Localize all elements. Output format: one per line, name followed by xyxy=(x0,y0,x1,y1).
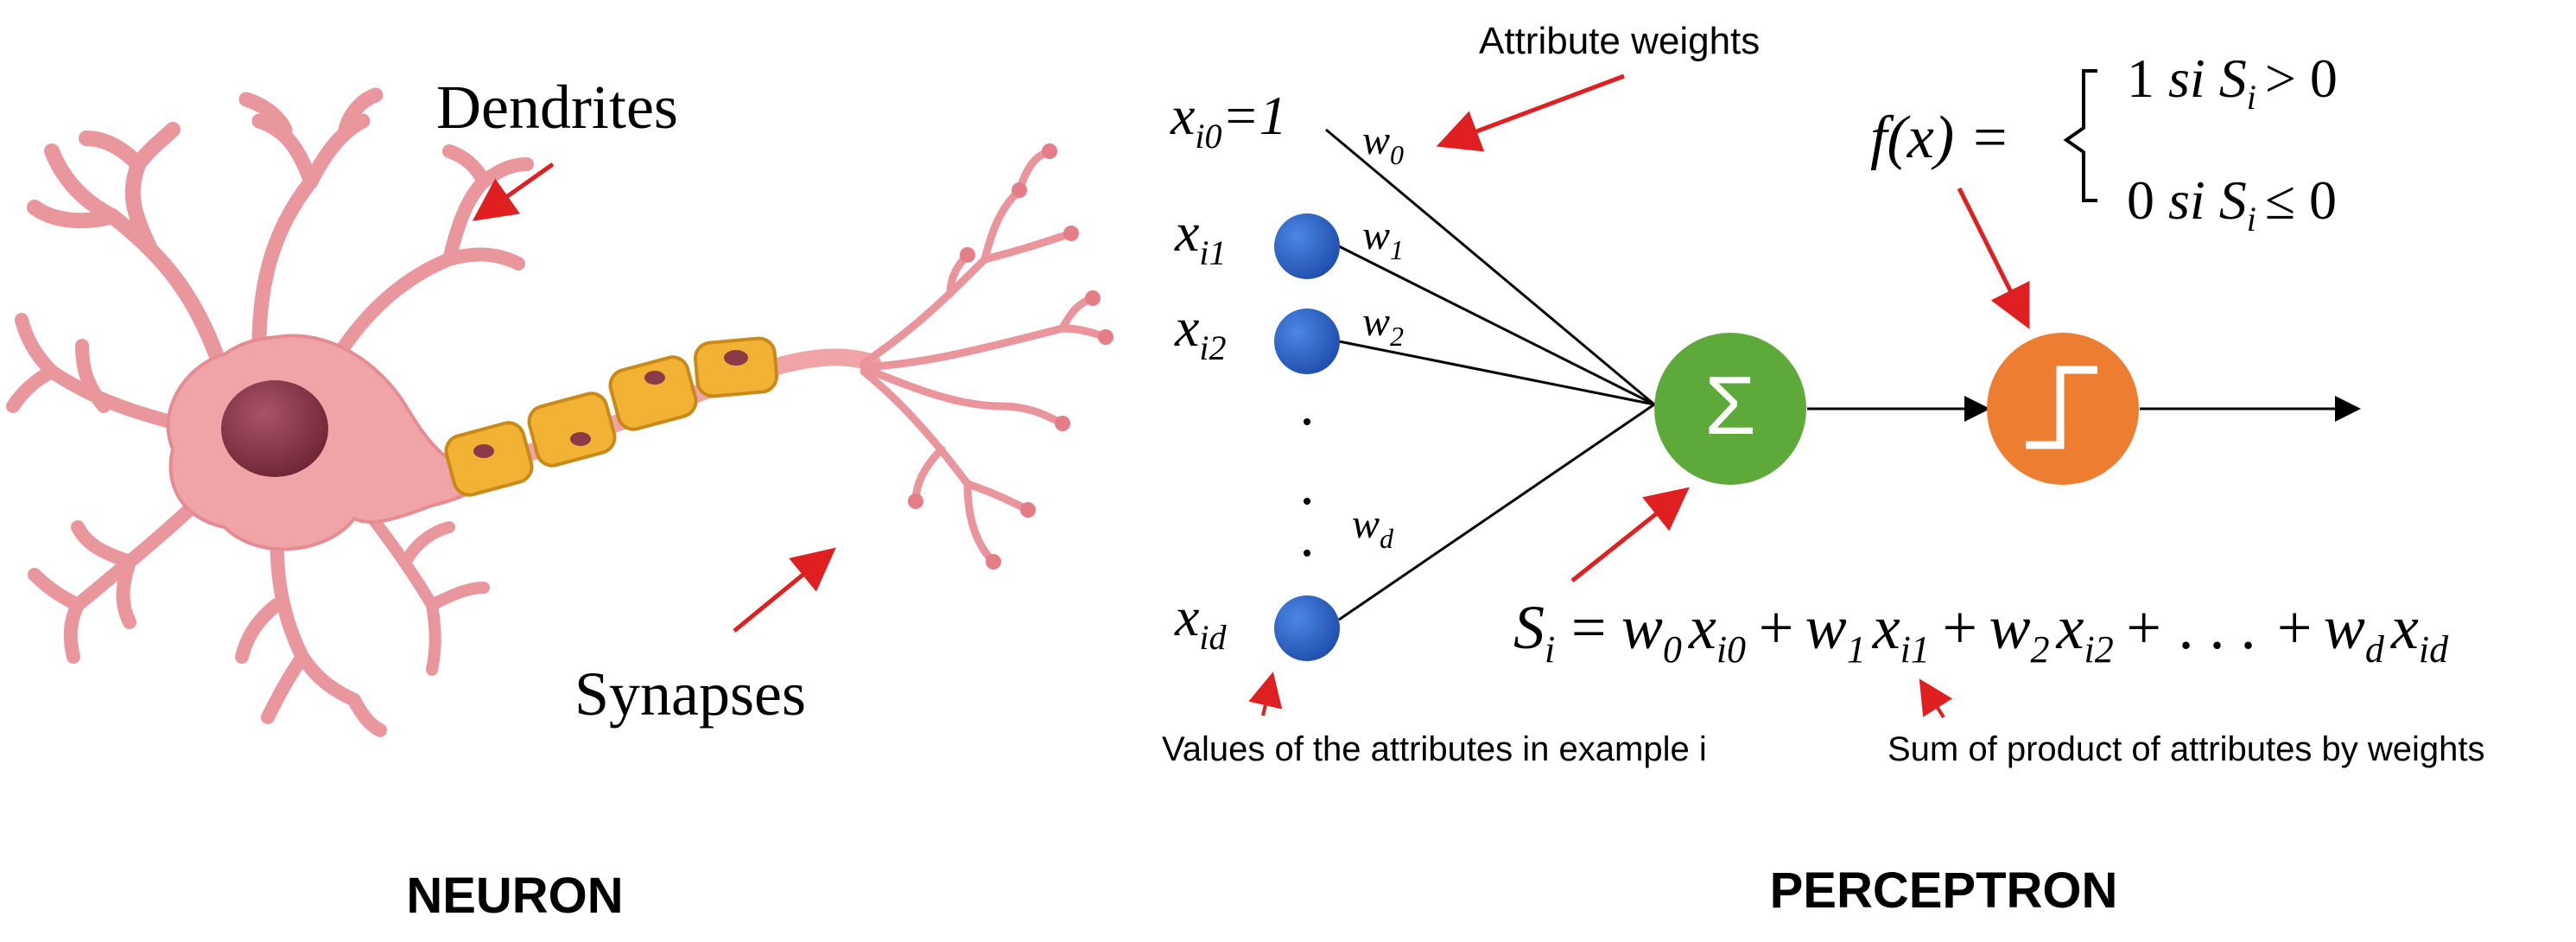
weight-connections xyxy=(1325,128,1655,621)
connection-2 xyxy=(1338,340,1655,406)
attribute-weights-label: Attribute weights xyxy=(1479,20,1760,62)
input-ellipsis xyxy=(1304,418,1310,557)
synapses-label: Synapses xyxy=(574,659,806,729)
neuron-dendrites xyxy=(6,87,534,737)
neuron-illustration xyxy=(6,87,1114,737)
sum-node xyxy=(1654,333,1806,485)
neuron-nucleus xyxy=(221,380,328,477)
equation-arrow xyxy=(1570,487,1690,582)
neuron-myelin-sheaths xyxy=(444,336,779,497)
connection-1 xyxy=(1338,245,1655,406)
bias-input-label: xi0=1 xyxy=(1170,85,1287,156)
neuron-terminal-bulbs xyxy=(908,143,1114,570)
neuron-axon-terminals xyxy=(860,147,1110,566)
values-arrow xyxy=(1248,671,1283,716)
perceptron-caption: PERCEPTRON xyxy=(1770,862,2118,919)
sum-icon: Σ xyxy=(1704,360,1755,452)
weight-label-d: wd xyxy=(1352,501,1394,554)
function-arrow xyxy=(1957,187,2030,329)
function-case-1: 1 si Si> 0 xyxy=(2127,48,2338,117)
function-case-2: 0 si Si≤ 0 xyxy=(2127,169,2337,239)
weight-label-2: w2 xyxy=(1362,299,1404,352)
sum-label-arrow xyxy=(1919,678,1952,719)
dendrites-arrow xyxy=(472,162,555,221)
input-label-2: xi2 xyxy=(1174,296,1227,367)
function-brace xyxy=(2063,69,2097,202)
neuron-caption: NEURON xyxy=(406,868,623,924)
values-label: Values of the attributes in example i xyxy=(1162,730,1707,768)
input-node-1 xyxy=(1274,213,1340,279)
input-label-d: xid xyxy=(1174,586,1228,657)
dendrites-label: Dendrites xyxy=(436,73,678,142)
weight-label-1: w1 xyxy=(1362,213,1404,265)
weight-label-0: w0 xyxy=(1362,118,1404,170)
input-node-d xyxy=(1274,595,1340,661)
connection-d xyxy=(1338,403,1655,621)
attribute-weights-arrow xyxy=(1436,73,1625,152)
synapses-arrow xyxy=(733,547,836,633)
connection-bias xyxy=(1325,128,1655,406)
step-function-icon xyxy=(2026,366,2097,449)
input-node-2 xyxy=(1274,309,1340,374)
input-label-1: xi1 xyxy=(1174,201,1227,272)
function-lhs: f(x) = xyxy=(1870,105,2010,171)
sum-label: Sum of product of attributes by weights xyxy=(1888,730,2484,768)
